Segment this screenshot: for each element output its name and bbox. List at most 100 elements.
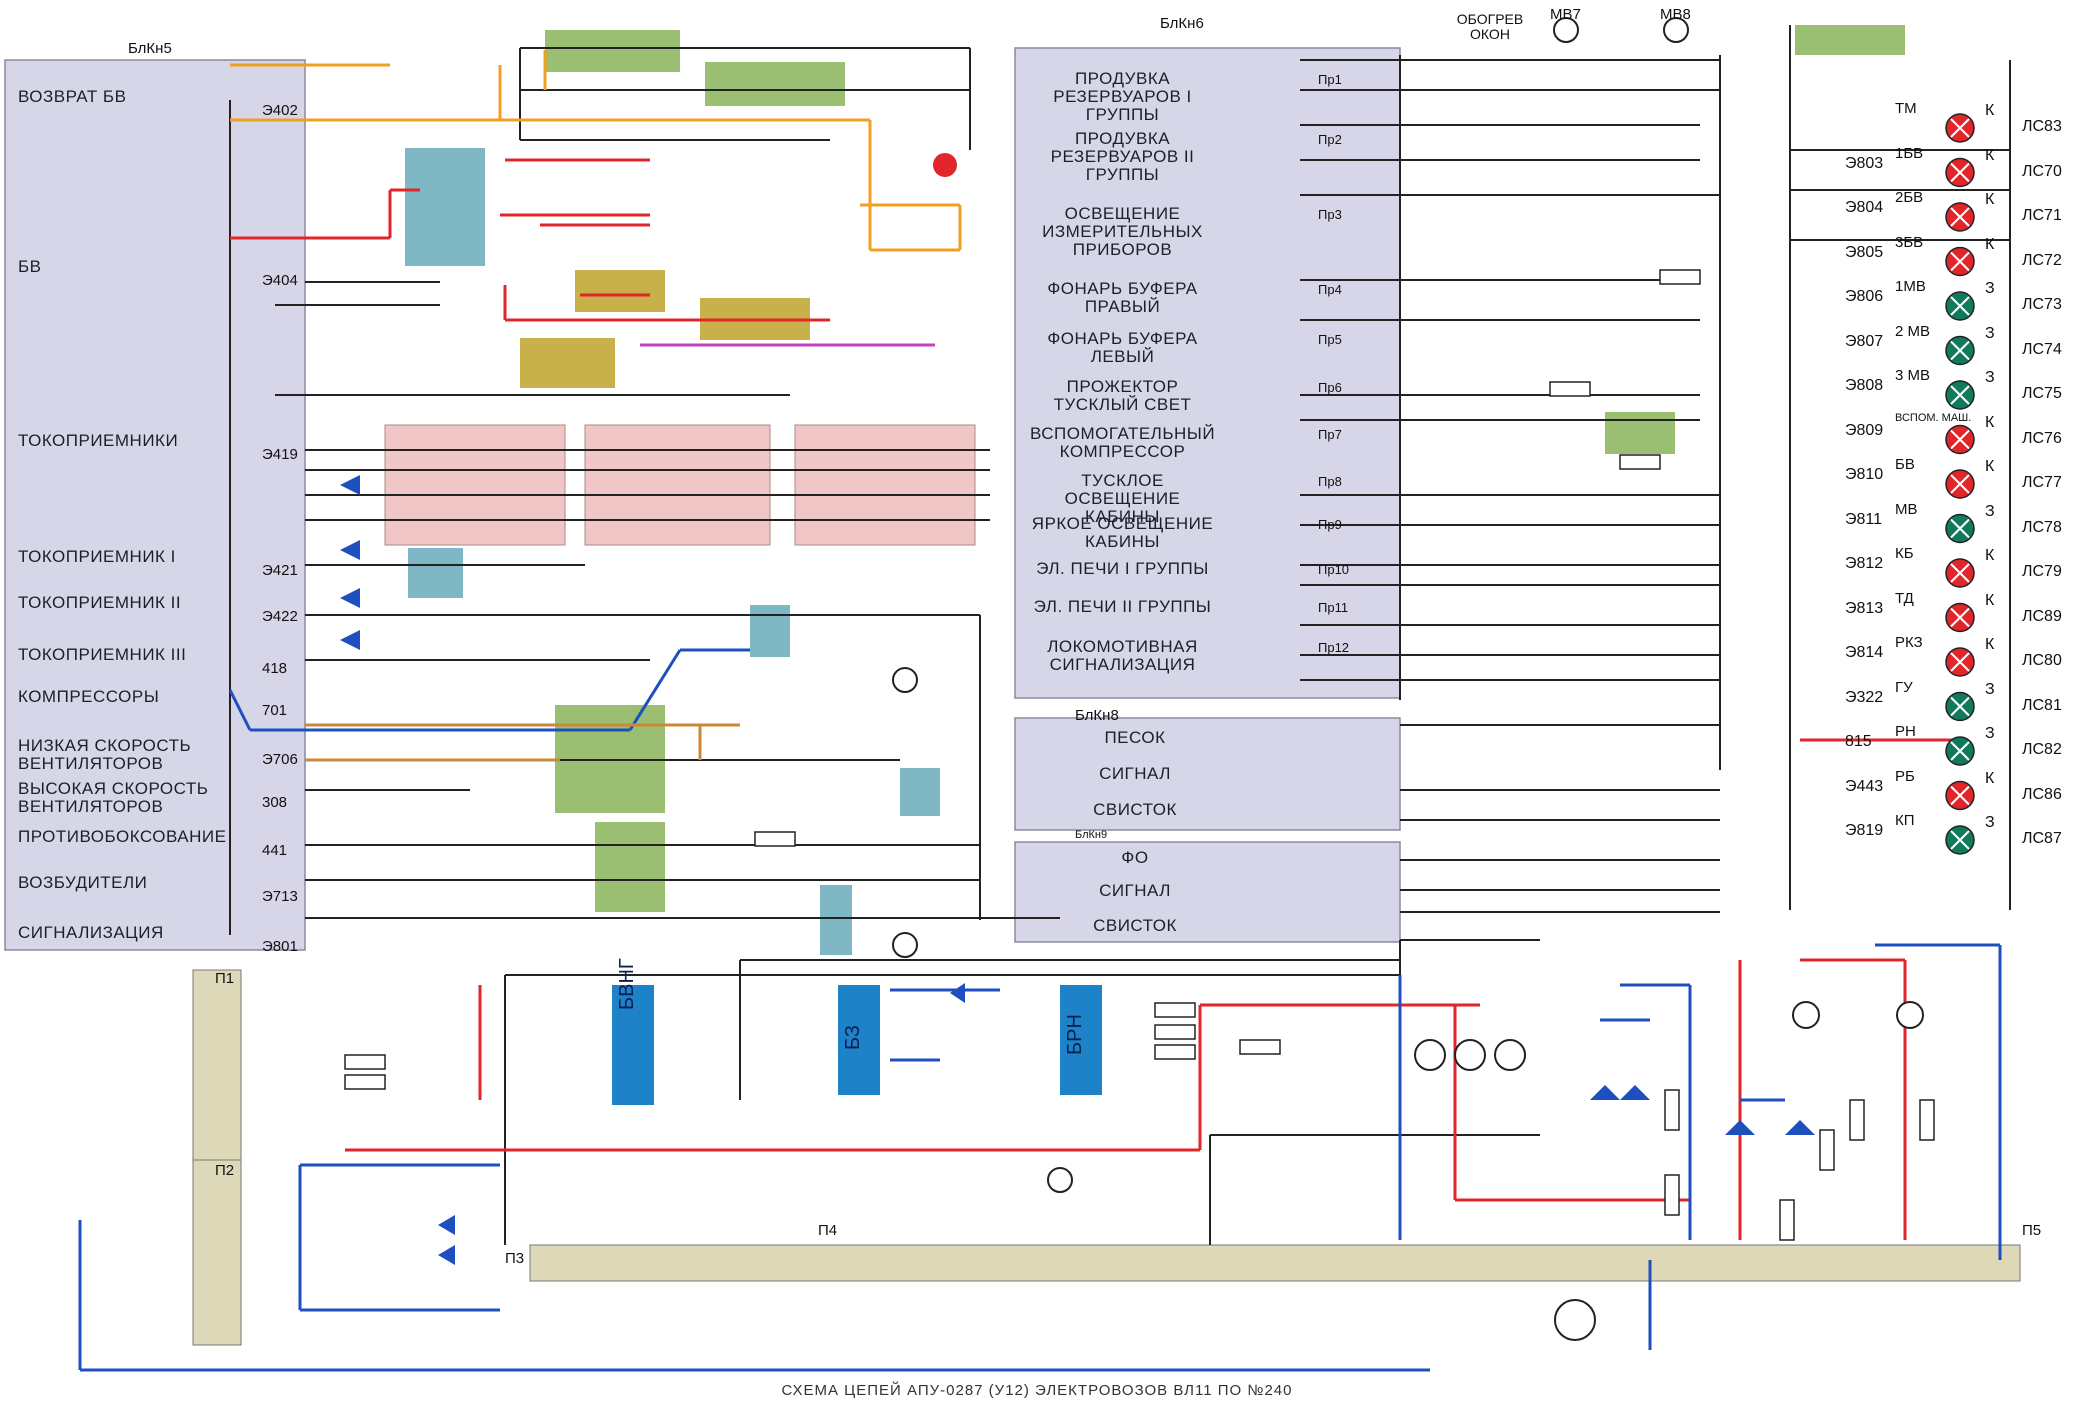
signal-lamp-text: Э808 [1845, 377, 1884, 394]
left-panel-item-label: ТОКОПРИЕМНИК III [18, 645, 187, 664]
relay-mk [750, 605, 790, 657]
terminal-p1-label: П1 [215, 970, 235, 987]
lamp-cross-mark [1950, 741, 1970, 761]
signal-lamp-text: ЛС70 [2022, 162, 2062, 180]
signal-lamp-text: К [1985, 102, 1995, 119]
pantograph-block-1 [384, 424, 566, 546]
signal-lamp-text: ЛС77 [2022, 474, 2062, 491]
signal-lamp-text: Э811 [1845, 510, 1883, 528]
relay-417 [520, 338, 615, 388]
relay-rdf2 [575, 270, 665, 312]
signal-lamp-text: ЛС87 [2022, 830, 2062, 847]
center-panel-item-label: ОСВЕЩЕНИЕ ИЗМЕРИТЕЛЬНЫХ ПРИБОРОВ [1042, 204, 1203, 259]
center-panel-item-label: ТУСКЛОЕ ОСВЕЩЕНИЕ КАБИНЫ [1064, 471, 1181, 526]
block-brn-label: БРН [1064, 1014, 1086, 1055]
signal-lamp-text: ЛС89 [2022, 607, 2062, 625]
signal-lamp-text: ЛС80 [2022, 652, 2062, 669]
terminal-p4-label: П4 [818, 1222, 838, 1239]
block-brn [1060, 985, 1102, 1095]
sub-panel-1-title: БлКн8 [1075, 707, 1119, 724]
left-panel-title: БлКн5 [128, 40, 172, 57]
left-panel-item-label: ВЫСОКАЯ СКОРОСТЬ ВЕНТИЛЯТОРОВ [18, 779, 209, 816]
terminal-block-p2 [192, 1159, 242, 1346]
signal-lamp-text: К [1985, 191, 1995, 208]
lamp-cross-mark [1950, 474, 1970, 494]
center-panel-item-label: ЭЛ. ПЕЧИ II ГРУППЫ [1033, 597, 1212, 616]
left-panel-wire-number: 701 [262, 702, 288, 719]
center-panel-item-label: ЛОКОМОТИВНАЯ СИГНАЛИЗАЦИЯ [1047, 637, 1198, 674]
center-panel-fuse-label: Пр12 [1318, 640, 1350, 655]
signal-lamp-text: ТД [1895, 589, 1914, 607]
relay-ddr-dtc [1795, 25, 1905, 55]
signal-lamp-text: З [1985, 280, 1995, 297]
signal-lamp-text: ЛС79 [2022, 563, 2062, 580]
center-panel-fuse-label: Пр10 [1318, 562, 1350, 577]
terminal-p3-label: П3 [505, 1250, 525, 1267]
signal-lamp-text: К [1985, 413, 1995, 431]
signal-lamp-text: ВСПОМ. МАШ. [1895, 411, 1972, 424]
motor-mv8-label: МВ8 [1660, 6, 1691, 23]
signal-lamp-text: ЛС72 [2022, 251, 2062, 269]
signal-lamp-text: Э805 [1845, 243, 1884, 261]
signal-lamp-text: 3 МВ [1895, 367, 1931, 384]
center-panel-fuse-label: Пр11 [1318, 600, 1349, 615]
pantograph-block-2 [584, 424, 771, 546]
lamp-cross-mark [1950, 785, 1970, 806]
signal-lamp-text: К [1985, 547, 1995, 564]
center-panel-fuse-label: Пр6 [1318, 380, 1342, 395]
center-panel-item-label: ПРОДУВКА РЕЗЕРВУАРОВ II ГРУППЫ [1050, 129, 1195, 184]
signal-lamp-text: К [1985, 636, 1995, 653]
left-panel-item-label: ТОКОПРИЕМНИК I [18, 547, 176, 566]
left-panel-wire-number: 441 [262, 842, 288, 859]
signal-lamp-text: 3БВ [1895, 233, 1924, 251]
center-panel-item-label: ФОНАРЬ БУФЕРА ЛЕВЫЙ [1047, 329, 1198, 366]
lamp-cross-mark [1950, 830, 1970, 850]
signal-lamp-column [1945, 113, 1975, 855]
relay-k3 [595, 822, 665, 912]
signal-lamp-text: Э803 [1845, 154, 1884, 172]
signal-lamp-text: ЛС76 [2022, 429, 2062, 447]
lamp-cross-mark [1950, 429, 1970, 450]
left-panel-item-label: ВОЗБУДИТЕЛИ [18, 873, 148, 892]
diodes [340, 475, 1815, 1265]
sub-panel-1-item-0: ПЕСОК [1104, 728, 1166, 747]
left-panel-wire-number: Э402 [262, 102, 298, 119]
relay-mv [900, 768, 940, 816]
center-panel-fuse-label: Пр4 [1318, 282, 1342, 297]
signal-lamp-text: КБ [1895, 545, 1914, 562]
center-panel-item-label: ФОНАРЬ БУФЕРА ПРАВЫЙ [1047, 279, 1198, 316]
terminal-block-p3-p4 [529, 1244, 2021, 1282]
relay-blkn7-bv [405, 148, 485, 266]
signal-lamp-text: Э443 [1845, 777, 1884, 795]
signal-lamp-text: ЛС78 [2022, 518, 2062, 536]
lamp-cross-mark [1950, 340, 1970, 361]
lamp-cross-mark [1950, 518, 1970, 539]
lamp-cross-mark [1950, 118, 1970, 138]
sub-panel-1-item-2: СВИСТОК [1093, 800, 1177, 819]
signal-lamp-text: 1БВ [1895, 144, 1924, 162]
left-panel-item-label: НИЗКАЯ СКОРОСТЬ ВЕНТИЛЯТОРОВ [18, 736, 192, 773]
block-bvng [612, 985, 654, 1105]
left-panel-item-label: ТОКОПРИЕМНИК II [18, 593, 182, 612]
signal-lamp-text: ЛС74 [2022, 340, 2062, 358]
left-panel-item-label: ТОКОПРИЕМНИКИ [18, 431, 179, 450]
signal-lamp-text: Э813 [1845, 599, 1884, 617]
left-panel-wire-number: Э706 [262, 751, 298, 768]
sub-panel-blkn8 [1014, 717, 1401, 831]
terminal-p5-label: П5 [2022, 1222, 2042, 1239]
sub-panel-2-item-2: СВИСТОК [1093, 916, 1177, 935]
signal-lamp-text: БВ [1895, 456, 1915, 473]
terminal-block-p1 [192, 969, 242, 1161]
signal-lamp-text: К [1985, 458, 1995, 475]
left-panel-item-label: КОМПРЕССОРЫ [18, 687, 160, 706]
signal-lamp-text: З [1985, 502, 1995, 520]
center-panel-fuse-label: Пр2 [1318, 132, 1342, 147]
signal-lamp-text: З [1985, 814, 1995, 831]
center-control-panel [1014, 47, 1401, 699]
signal-lamp-text: 815 [1845, 733, 1872, 750]
lamp-cross-mark [1950, 563, 1970, 583]
signal-lamp-text: ЛС86 [2022, 785, 2062, 803]
left-panel-wire-number: Э421 [262, 562, 298, 579]
relay-kb45 [545, 30, 680, 72]
